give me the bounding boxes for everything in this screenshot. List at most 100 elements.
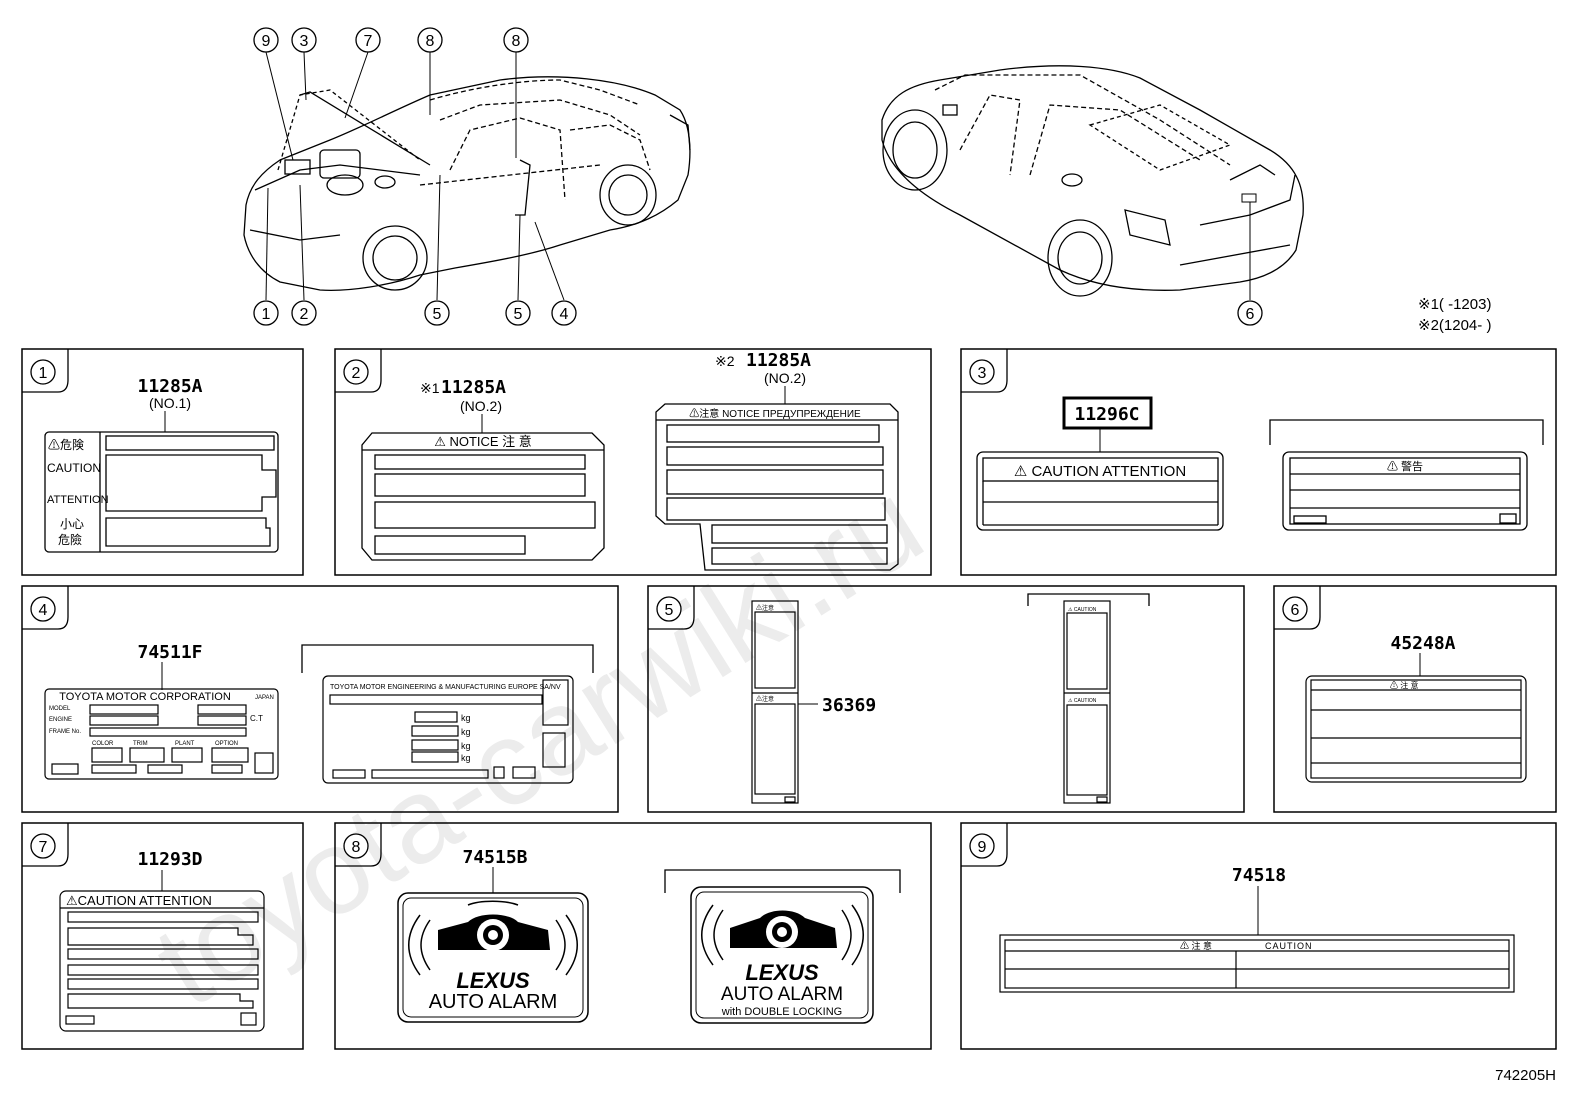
svg-text:8: 8	[512, 33, 521, 50]
svg-text:3: 3	[300, 33, 309, 50]
svg-text:TOYOTA MOTOR CORPORATION: TOYOTA MOTOR CORPORATION	[59, 691, 231, 703]
svg-text:⚠ NOTICE 注 意: ⚠ NOTICE 注 意	[434, 434, 532, 449]
callout-1: 1	[253, 300, 279, 326]
part-subtitle: (NO.1)	[149, 395, 191, 411]
svg-text:9: 9	[262, 33, 271, 50]
panel-6: 45248A ⚠ 注 意	[1305, 633, 1527, 783]
svg-text:⚠注意 NOTICE ПРЕДУПРЕЖДЕНИЕ: ⚠注意 NOTICE ПРЕДУПРЕЖДЕНИЕ	[689, 407, 861, 420]
svg-text:⚠CAUTION ATTENTION: ⚠CAUTION ATTENTION	[66, 893, 212, 908]
svg-text:ENGINE: ENGINE	[49, 717, 72, 723]
callout-5b: 5	[505, 300, 531, 326]
note-1: ※1( -1203)	[1418, 296, 1491, 313]
part-number[interactable]: 11285A	[441, 377, 506, 398]
brand-logo: LEXUS	[745, 960, 819, 985]
svg-text:4: 4	[560, 306, 569, 323]
svg-text:9: 9	[978, 839, 987, 856]
panel-number-tabs: 1 2 3 4 5 6 7 8 9	[22, 349, 1321, 867]
svg-text:8: 8	[352, 839, 361, 856]
panel-2: ※1 11285A (NO.2) ⚠ NOTICE 注 意 ※2 11285A …	[361, 350, 899, 571]
label-74515B-double-locking: LEXUS AUTO ALARM with DOUBLE LOCKING	[690, 886, 874, 1024]
svg-text:TRIM: TRIM	[133, 741, 148, 747]
svg-text:2: 2	[352, 365, 361, 382]
label-11293D	[59, 890, 265, 1032]
svg-text:JAPAN: JAPAN	[255, 695, 274, 701]
svg-text:6: 6	[1291, 602, 1300, 619]
panel-4-tab: 4	[22, 586, 69, 630]
svg-text:CAUTION: CAUTION	[47, 461, 101, 475]
rear-car-illustration	[881, 65, 1304, 297]
panel-8: 74515B LEXUS AUTO ALARM	[397, 847, 901, 1024]
svg-text:TOYOTA MOTOR ENGINEERING & MAN: TOYOTA MOTOR ENGINEERING & MANUFACTURING…	[330, 684, 561, 691]
svg-text:ATTENTION: ATTENTION	[47, 494, 109, 506]
alarm-waves-icon	[701, 904, 864, 966]
svg-text:⚠ CAUTION: ⚠ CAUTION	[1068, 607, 1097, 613]
panel-5: ⚠注意 ⚠注意 36369 ⚠ CAUTION ⚠ CAUTION	[751, 593, 1150, 804]
svg-text:OPTION: OPTION	[215, 741, 238, 747]
label-36369	[751, 600, 799, 804]
rear-callout-6: 6	[1237, 193, 1263, 326]
label-manufacturer-europe	[322, 675, 574, 784]
svg-text:⚠ CAUTION ATTENTION: ⚠ CAUTION ATTENTION	[1014, 463, 1186, 480]
svg-text:⚠注意: ⚠注意	[756, 695, 774, 703]
label-74515B: LEXUS AUTO ALARM	[397, 892, 589, 1023]
alarm-waves-icon	[408, 900, 578, 976]
label-45248A	[1305, 675, 1527, 783]
svg-text:MODEL: MODEL	[49, 706, 71, 712]
panel-8-tab: 8	[335, 823, 382, 867]
svg-text:COLOR: COLOR	[92, 741, 114, 747]
svg-text:⚠ 注 意: ⚠ 注 意	[1180, 940, 1212, 951]
svg-text:CAUTION: CAUTION	[1265, 941, 1313, 951]
svg-text:with DOUBLE LOCKING: with DOUBLE LOCKING	[721, 1006, 842, 1018]
svg-text:⚠ 警告: ⚠ 警告	[1387, 459, 1423, 473]
svg-text:kg: kg	[461, 741, 471, 751]
part-number[interactable]: 11296C	[1074, 404, 1139, 425]
callout-8a: 8	[417, 27, 443, 53]
panel-3-tab: 3	[961, 349, 1008, 393]
part-number[interactable]: 11285A	[746, 350, 811, 371]
callout-5a: 5	[424, 300, 450, 326]
svg-text:※1: ※1	[420, 380, 440, 396]
car-alarm-icon	[730, 910, 837, 948]
note-2: ※2(1204- )	[1418, 317, 1491, 334]
label-11285A-no1	[44, 431, 279, 553]
part-number[interactable]: 11293D	[137, 849, 202, 870]
panel-7-tab: 7	[22, 823, 69, 867]
svg-text:⚠注意: ⚠注意	[756, 604, 774, 612]
svg-text:5: 5	[514, 306, 523, 323]
callout-3: 3	[291, 27, 317, 53]
front-callout-leaders	[265, 51, 565, 301]
panel-6-tab: 6	[1274, 586, 1321, 630]
panel-3: 11296C ⚠ CAUTION ATTENTION ⚠ 警告	[976, 396, 1544, 531]
label-11285A-no2-a	[361, 432, 605, 561]
panel-7: 11293D ⚠CAUTION ATTENTION	[59, 849, 265, 1032]
panel-9: 74518 ⚠ 注 意 CAUTION	[999, 865, 1515, 993]
part-number[interactable]: 74511F	[137, 642, 202, 663]
front-callouts: 9 3 7 8 8 1 2 5 5 4	[253, 27, 577, 326]
svg-text:5: 5	[665, 602, 674, 619]
callout-2: 2	[291, 300, 317, 326]
svg-text:⚠ CAUTION: ⚠ CAUTION	[1068, 698, 1097, 704]
svg-text:7: 7	[39, 839, 48, 856]
part-number[interactable]: 36369	[822, 695, 876, 716]
svg-text:4: 4	[39, 602, 48, 619]
svg-text:⚠ 注 意: ⚠ 注 意	[1390, 680, 1418, 690]
part-number[interactable]: 74515B	[462, 847, 527, 868]
svg-text:(NO.2): (NO.2)	[764, 370, 806, 386]
part-number[interactable]: 45248A	[1390, 633, 1455, 654]
label-11296C	[976, 451, 1224, 531]
brand-logo: LEXUS	[456, 968, 530, 993]
label-36369-variant	[1063, 600, 1111, 804]
part-number[interactable]: 74518	[1232, 865, 1286, 886]
svg-text:危險: 危險	[58, 532, 82, 547]
panel-9-tab: 9	[961, 823, 1008, 867]
svg-text:AUTO ALARM: AUTO ALARM	[429, 991, 558, 1013]
svg-text:小心: 小心	[60, 517, 84, 531]
svg-text:kg: kg	[461, 753, 471, 763]
svg-text:C.T: C.T	[250, 714, 263, 723]
part-number-highlight	[1062, 396, 1153, 430]
svg-text:AUTO ALARM: AUTO ALARM	[721, 984, 843, 1005]
svg-text:FRAME No.: FRAME No.	[49, 729, 81, 735]
part-number[interactable]: 11285A	[137, 376, 202, 397]
svg-text:6: 6	[1246, 306, 1255, 323]
panel-2-tab: 2	[335, 349, 382, 393]
